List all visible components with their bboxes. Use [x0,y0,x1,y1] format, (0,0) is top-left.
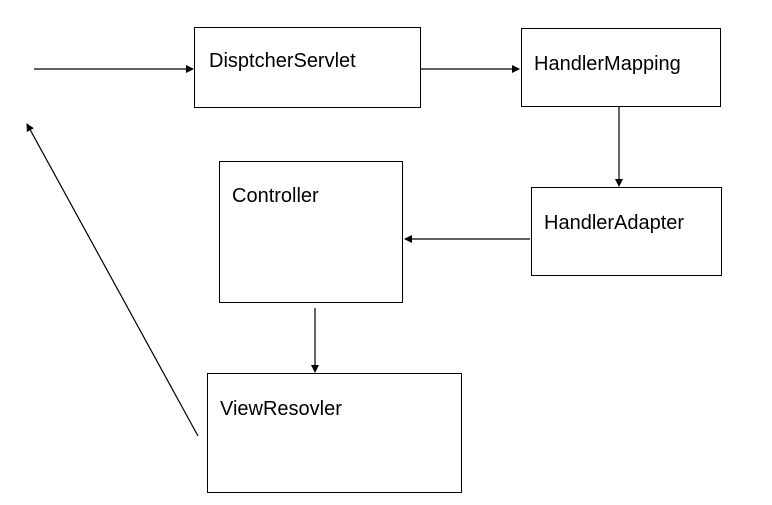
controller-label: Controller [232,185,319,207]
handler-adapter-node: HandlerAdapter [531,187,722,276]
dispatcher-servlet-node: DisptcherServlet [194,27,421,108]
view-resolver-label: ViewResovler [220,398,342,420]
handler-mapping-node: HandlerMapping [521,28,721,107]
handler-adapter-label: HandlerAdapter [544,212,685,234]
controller-node: Controller [219,161,403,303]
handler-mapping-label: HandlerMapping [534,53,681,75]
view-resolver-node: ViewResovler [207,373,462,493]
arrow-view-resolver-to-response [26,123,199,437]
dispatcher-servlet-label: DisptcherServlet [209,50,356,72]
